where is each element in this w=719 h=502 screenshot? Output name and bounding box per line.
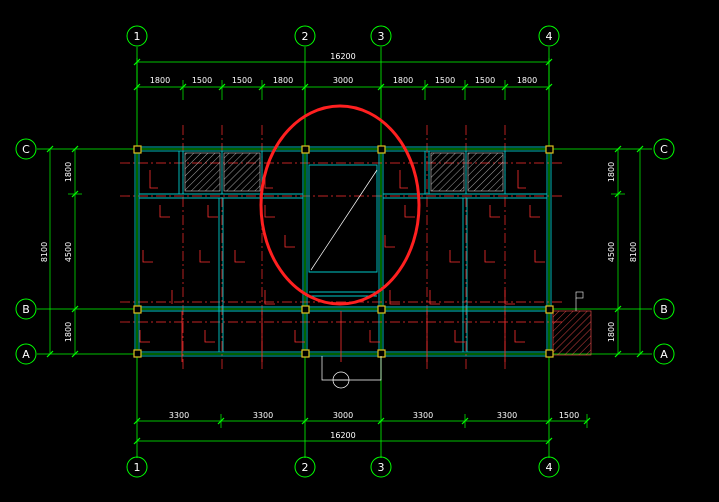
axis-label-1-top: 1 — [134, 30, 141, 43]
top-dim-1: 1800 — [150, 76, 170, 85]
axis-label-B-left: B — [22, 303, 30, 316]
top-dimension-lines — [133, 58, 553, 100]
bottom-dim-6: 1500 — [559, 411, 579, 420]
left-dimension-lines — [46, 145, 82, 358]
top-dimension-text: 16200 1800 1500 1500 1800 3000 1800 1500… — [150, 52, 537, 85]
stair-diagonal — [310, 169, 378, 271]
hatched-slabs — [184, 152, 504, 192]
bottom-dim-2: 3300 — [253, 411, 273, 420]
top-dim-8: 1500 — [475, 76, 495, 85]
top-dim-3: 1500 — [232, 76, 252, 85]
left-dim-2: 4500 — [64, 242, 73, 262]
axis-label-C-left: C — [22, 143, 30, 156]
left-total-dim: 8100 — [40, 242, 49, 262]
left-dimension-text: 8100 1800 4500 1800 — [40, 162, 73, 342]
axis-bubble-labels: 1 2 3 4 1 2 3 4 C B A C B A — [22, 30, 668, 474]
top-dim-7: 1500 — [435, 76, 455, 85]
axis-label-A-left: A — [22, 348, 30, 361]
walls — [134, 146, 552, 357]
axis-grid-vertical — [136, 47, 550, 458]
bottom-dim-5: 3300 — [497, 411, 517, 420]
rebar-marks — [139, 170, 545, 362]
top-dim-2: 1500 — [192, 76, 212, 85]
top-dim-6: 1800 — [393, 76, 413, 85]
top-total-dim: 16200 — [330, 52, 355, 61]
axis-label-3-bottom: 3 — [378, 461, 385, 474]
entrance-symbol — [321, 356, 382, 389]
right-dimension-text: 1800 4500 1800 8100 — [607, 162, 638, 342]
axis-label-B-right: B — [660, 303, 668, 316]
axis-label-1-bottom: 1 — [134, 461, 141, 474]
right-total-dim: 8100 — [629, 242, 638, 262]
top-dim-9: 1800 — [517, 76, 537, 85]
axis-label-3-top: 3 — [378, 30, 385, 43]
bottom-total-dim: 16200 — [330, 431, 355, 440]
axis-label-4-top: 4 — [546, 30, 553, 43]
right-dim-1: 1800 — [607, 162, 616, 182]
top-dim-5: 3000 — [333, 76, 353, 85]
right-dimension-lines — [611, 145, 644, 358]
bottom-dim-4: 3300 — [413, 411, 433, 420]
stair-hatch-right — [552, 291, 592, 356]
left-dim-3: 1800 — [64, 322, 73, 342]
left-dim-1: 1800 — [64, 162, 73, 182]
axis-label-C-right: C — [660, 143, 668, 156]
bottom-dim-1: 3300 — [169, 411, 189, 420]
right-dim-2: 4500 — [607, 242, 616, 262]
right-dim-3: 1800 — [607, 322, 616, 342]
top-dim-4: 1800 — [273, 76, 293, 85]
highlight-ellipse — [259, 104, 421, 306]
axis-label-4-bottom: 4 — [546, 461, 553, 474]
columns — [133, 145, 554, 358]
bottom-dimension-text: 3300 3300 3000 3300 3300 1500 16200 — [169, 411, 579, 440]
bottom-dimension-lines — [133, 414, 591, 445]
axis-label-2-bottom: 2 — [302, 461, 309, 474]
axis-label-A-right: A — [660, 348, 668, 361]
bottom-dim-3: 3000 — [333, 411, 353, 420]
axis-bubbles — [15, 25, 675, 478]
axis-label-2-top: 2 — [302, 30, 309, 43]
